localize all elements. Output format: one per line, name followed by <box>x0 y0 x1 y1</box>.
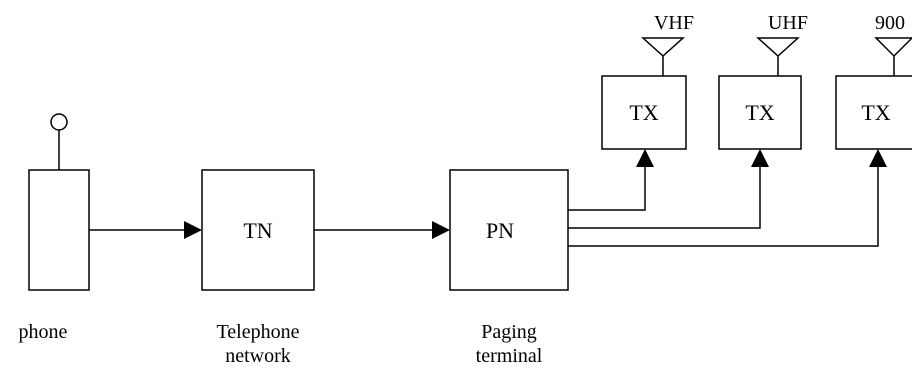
transmitter-900: TX 900 <box>835 12 912 150</box>
tx-band-label: VHF <box>654 12 694 34</box>
link-tn-to-pn <box>314 221 450 239</box>
tx-box <box>835 75 912 150</box>
pn-box <box>449 169 569 291</box>
tx-band-label: UHF <box>768 12 808 34</box>
tx-box <box>718 75 802 150</box>
link-line <box>568 165 879 247</box>
link-line <box>568 165 761 229</box>
link-pn-to-tx-vhf <box>568 149 654 211</box>
tx-box-label: TX <box>861 100 890 125</box>
tn-box-label: TN <box>243 218 272 243</box>
pn-caption-line1: Paging <box>481 321 537 343</box>
phone-node: phone <box>19 113 90 343</box>
transmitter-vhf: TX VHF <box>601 12 694 150</box>
tn-caption-line1: Telephone <box>216 321 299 343</box>
tn-caption-line2: network <box>225 345 291 367</box>
tx-box-label: TX <box>629 100 658 125</box>
tx-box-label: TX <box>745 100 774 125</box>
link-arrowhead <box>869 149 887 167</box>
tx-band-label: 900 <box>875 12 905 34</box>
link-pn-to-tx-900 <box>568 149 887 247</box>
link-arrowhead <box>636 149 654 167</box>
link-line <box>568 165 646 211</box>
pn-caption-line2: terminal <box>476 345 543 367</box>
antenna-icon <box>756 37 800 58</box>
link-arrowhead <box>184 221 202 239</box>
link-arrowhead <box>751 149 769 167</box>
tx-box <box>601 75 687 150</box>
antenna-icon <box>874 37 912 58</box>
phone-caption: phone <box>19 321 68 343</box>
tn-box <box>201 169 315 291</box>
phone-box <box>28 169 90 291</box>
link-pn-to-tx-uhf <box>568 149 769 229</box>
telephone-network-node: TN Telephone network <box>201 169 315 367</box>
transmitter-uhf: TX UHF <box>718 12 808 150</box>
paging-terminal-node: PN Paging terminal <box>449 169 569 367</box>
antenna-icon <box>641 37 685 58</box>
pn-box-label: PN <box>486 218 514 243</box>
link-arrowhead <box>432 221 450 239</box>
link-phone-to-tn <box>89 221 202 239</box>
phone-antenna-tip <box>50 113 68 131</box>
